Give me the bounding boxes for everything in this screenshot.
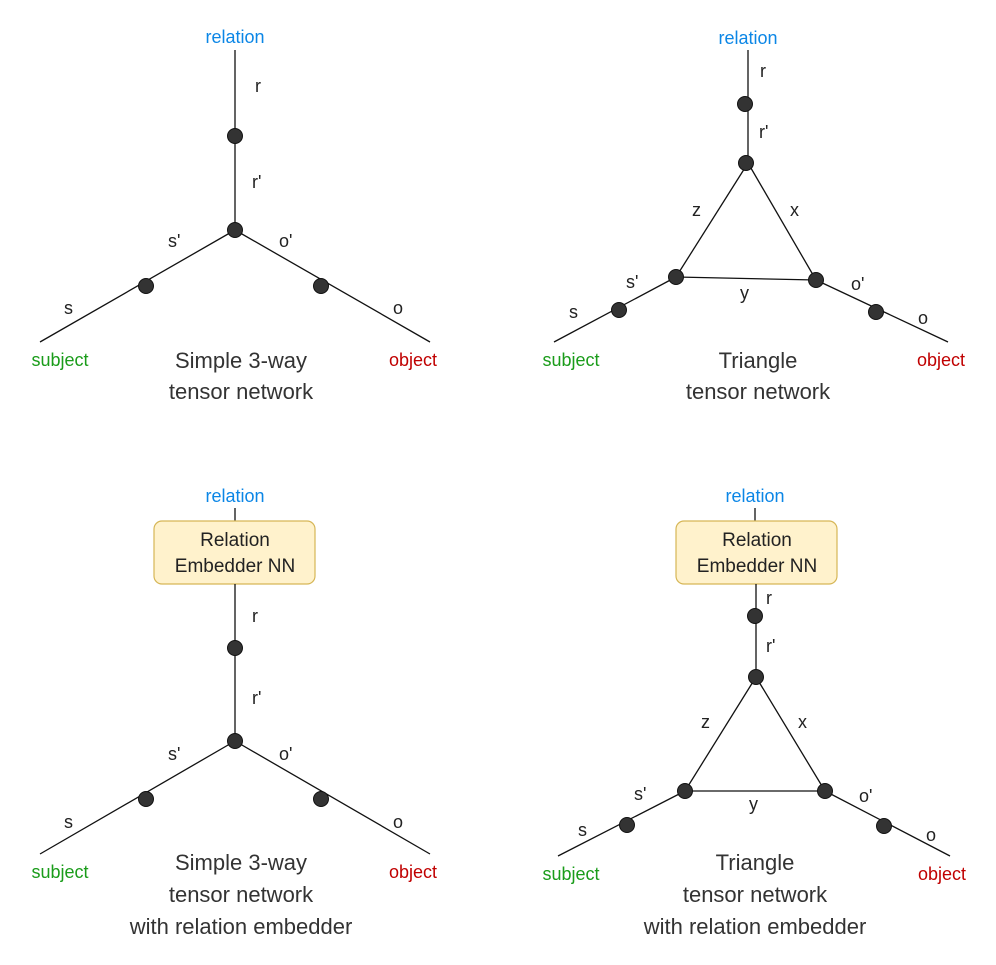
edge-label-r: r — [766, 588, 772, 608]
relation-label: relation — [205, 27, 264, 47]
tensor-node-o — [876, 818, 892, 834]
edge-label-x: x — [798, 712, 807, 732]
triangle-edge-z — [684, 676, 757, 792]
tensor-node-left — [677, 783, 693, 799]
tensor-node-s — [619, 817, 635, 833]
edge-label-s-prime: s' — [168, 231, 180, 251]
panel-triangle: relation subject object r r' z x y s' o'… — [542, 28, 965, 404]
panel-caption-line-1: Simple 3-way — [175, 850, 307, 875]
edge-label-r: r — [255, 76, 261, 96]
object-label: object — [918, 864, 966, 884]
relation-label: relation — [718, 28, 777, 48]
tensor-node-r — [747, 608, 763, 624]
relation-label: relation — [205, 486, 264, 506]
panel-caption-line-3: with relation embedder — [643, 914, 867, 939]
edge-label-o: o — [393, 812, 403, 832]
triangle-edge-x — [755, 676, 826, 792]
edge-label-r-prime: r' — [766, 636, 775, 656]
tensor-node-r — [227, 640, 243, 656]
object-edge — [234, 740, 431, 855]
object-edge — [234, 229, 431, 343]
edge-label-s: s — [64, 812, 73, 832]
edge-label-r: r — [760, 61, 766, 81]
edge-label-r: r — [252, 606, 258, 626]
panel-caption-line-1: Triangle — [719, 348, 798, 373]
subject-label: subject — [542, 864, 599, 884]
edge-label-o: o — [918, 308, 928, 328]
tensor-node-o — [313, 791, 329, 807]
tensor-node-left — [668, 269, 684, 285]
edge-label-o: o — [926, 825, 936, 845]
subject-label: subject — [31, 350, 88, 370]
tensor-node-s — [138, 791, 154, 807]
edge-label-s: s — [64, 298, 73, 318]
object-label: object — [389, 350, 437, 370]
edge-label-r-prime: r' — [252, 172, 261, 192]
tensor-node-s — [138, 278, 154, 294]
relation-label: relation — [725, 486, 784, 506]
relation-embedder-label-line-1: Relation — [200, 530, 270, 551]
edge-label-x: x — [790, 200, 799, 220]
core-tensor-node — [227, 733, 243, 749]
relation-embedder-label-line-1: Relation — [722, 530, 792, 551]
edge-label-z: z — [701, 712, 710, 732]
triangle-edge-x — [747, 162, 817, 281]
edge-label-o: o — [393, 298, 403, 318]
relation-embedder-label-line-2: Embedder NN — [175, 556, 295, 577]
tensor-node-s — [611, 302, 627, 318]
subject-edge — [39, 740, 236, 855]
panel-caption-line-1: Simple 3-way — [175, 348, 307, 373]
panel-simple-3way-embedder: Relation Embedder NN relation subject ob… — [31, 486, 437, 939]
object-label: object — [917, 350, 965, 370]
panel-caption-line-1: Triangle — [716, 850, 795, 875]
edge-label-o-prime: o' — [851, 274, 864, 294]
edge-label-s: s — [569, 302, 578, 322]
edge-label-y: y — [749, 794, 758, 814]
edge-label-s-prime: s' — [634, 784, 646, 804]
edge-label-o-prime: o' — [279, 744, 292, 764]
edge-label-o-prime: o' — [279, 231, 292, 251]
panel-caption-line-2: tensor network — [169, 379, 314, 404]
edge-label-s: s — [578, 820, 587, 840]
triangle-edge-z — [675, 162, 749, 278]
panel-caption-line-2: tensor network — [686, 379, 831, 404]
panel-caption-line-2: tensor network — [683, 882, 828, 907]
subject-edge — [39, 229, 236, 343]
tensor-node-top — [748, 669, 764, 685]
panel-caption-line-2: tensor network — [169, 882, 314, 907]
object-label: object — [389, 862, 437, 882]
tensor-node-r — [737, 96, 753, 112]
tensor-node-r — [227, 128, 243, 144]
triangle-edge-y — [675, 276, 817, 281]
core-tensor-node — [227, 222, 243, 238]
edge-label-y: y — [740, 283, 749, 303]
edge-label-o-prime: o' — [859, 786, 872, 806]
tensor-node-right — [817, 783, 833, 799]
tensor-node-right — [808, 272, 824, 288]
tensor-node-top — [738, 155, 754, 171]
panel-simple-3way: relation subject object r r' s' o' s o S… — [31, 27, 437, 404]
subject-label: subject — [31, 862, 88, 882]
relation-embedder-label-line-2: Embedder NN — [697, 556, 817, 577]
edge-label-s-prime: s' — [168, 744, 180, 764]
subject-label: subject — [542, 350, 599, 370]
edge-label-r-prime: r' — [252, 688, 261, 708]
edge-label-r-prime: r' — [759, 122, 768, 142]
edge-label-z: z — [692, 200, 701, 220]
panel-triangle-embedder: Relation Embedder NN relation subject ob… — [542, 486, 966, 939]
panel-caption-line-3: with relation embedder — [129, 914, 353, 939]
tensor-node-o — [313, 278, 329, 294]
edge-label-s-prime: s' — [626, 272, 638, 292]
tensor-node-o — [868, 304, 884, 320]
